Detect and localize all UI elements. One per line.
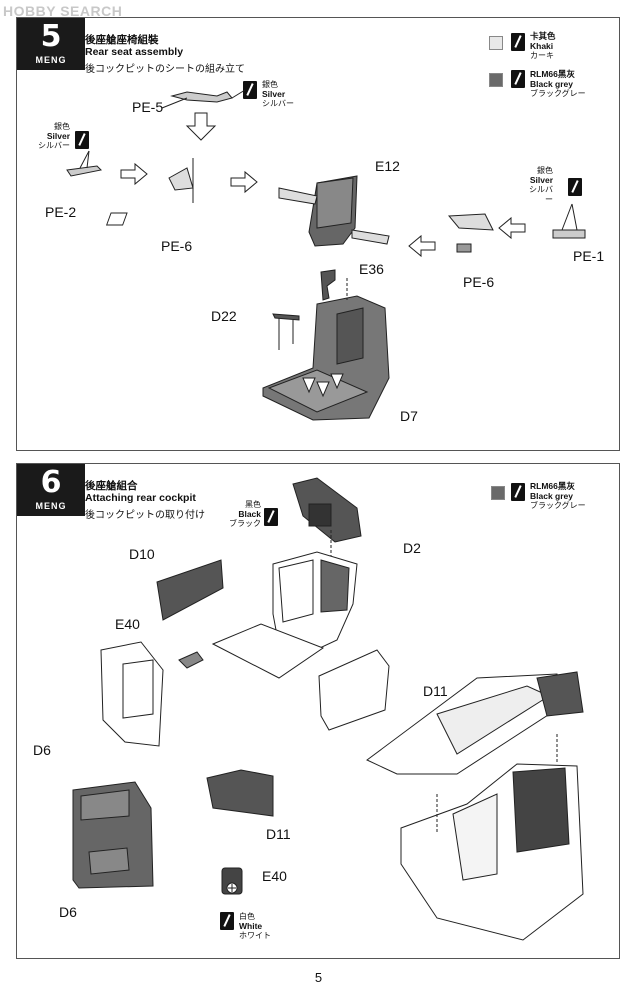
pe6-plate	[105, 212, 128, 226]
khaki-swatch	[489, 36, 503, 50]
label-d6-bottom: D6	[59, 904, 77, 920]
paint-brush-icon	[511, 33, 525, 51]
step-title-jp2: 後コックピットの取り付け	[85, 510, 205, 521]
paint-brush-icon	[568, 178, 582, 196]
d11-bottom-part	[206, 769, 274, 817]
label-e40-top: E40	[115, 616, 140, 632]
label-d11-right: D11	[423, 683, 448, 699]
d22-part	[272, 313, 300, 321]
paint-brush-icon	[264, 508, 278, 526]
paint-brush-icon	[511, 70, 525, 88]
d11-part	[318, 649, 390, 731]
step-5-panel: 5 MENG 後座艙座椅組裝 Rear seat assembly 後コックピッ…	[16, 17, 620, 451]
pe6-left-part	[168, 167, 194, 191]
watermark: HOBBY SEARCH	[3, 3, 123, 19]
e40-part	[178, 651, 204, 669]
d6-part	[100, 641, 164, 747]
step-title-en: Rear seat assembly	[85, 46, 184, 58]
label-pe1: PE-1	[573, 248, 605, 264]
paint-brush-icon	[220, 912, 234, 930]
label-pe6-right: PE-6	[463, 274, 495, 290]
step-number: 6	[40, 465, 62, 500]
left-arrow	[408, 234, 436, 258]
label-d22: D22	[211, 308, 237, 324]
down-arrow	[185, 112, 217, 141]
paint-brush-icon	[511, 483, 525, 501]
step-title-jp: 後座艙座椅組裝	[85, 34, 159, 46]
brand-logo: MENG	[35, 55, 67, 65]
step-number: 5	[40, 19, 62, 54]
right-arrow	[120, 162, 148, 186]
label-d11-bottom: D11	[266, 826, 291, 842]
paint-brush-icon	[243, 81, 257, 99]
right-arrow	[230, 170, 258, 194]
label-d7: D7	[400, 408, 418, 424]
left-arrow	[498, 216, 526, 240]
step-title-en: Attaching rear cockpit	[85, 492, 196, 504]
e36-part	[320, 269, 336, 301]
step-title-jp: 後座艙組合	[85, 480, 138, 492]
paint-brush-icon	[75, 131, 89, 149]
label-e36: E36	[359, 261, 384, 277]
step-6-illustration	[72, 477, 584, 941]
label-pe5: PE-5	[132, 99, 164, 115]
pe2-part	[66, 165, 103, 177]
pe1-part	[552, 229, 586, 239]
label-pe6-left: PE-6	[161, 238, 193, 254]
step-5-illustration	[66, 89, 586, 421]
page-number: 5	[314, 970, 323, 985]
label-e40-bottom: E40	[262, 868, 287, 884]
pe6-right-part	[447, 213, 494, 231]
label-d2: D2	[403, 540, 421, 556]
step-5-badge: 5 MENG	[17, 18, 85, 70]
pe5-part	[170, 91, 233, 103]
label-d6-top: D6	[33, 742, 51, 758]
step-title-jp2: 後コックピットのシートの組み立て	[85, 64, 245, 75]
label-e12: E12	[375, 158, 400, 174]
label-d10: D10	[129, 546, 155, 562]
d10-part	[156, 559, 224, 621]
black-grey-swatch	[489, 73, 503, 87]
step-6-badge: 6 MENG	[17, 464, 85, 516]
brand-logo: MENG	[35, 501, 67, 511]
step-6-panel: 6 MENG 後座艙組合 Attaching rear cockpit 後コック…	[16, 463, 620, 959]
label-pe2: PE-2	[45, 204, 77, 220]
black-grey-swatch	[491, 486, 505, 500]
